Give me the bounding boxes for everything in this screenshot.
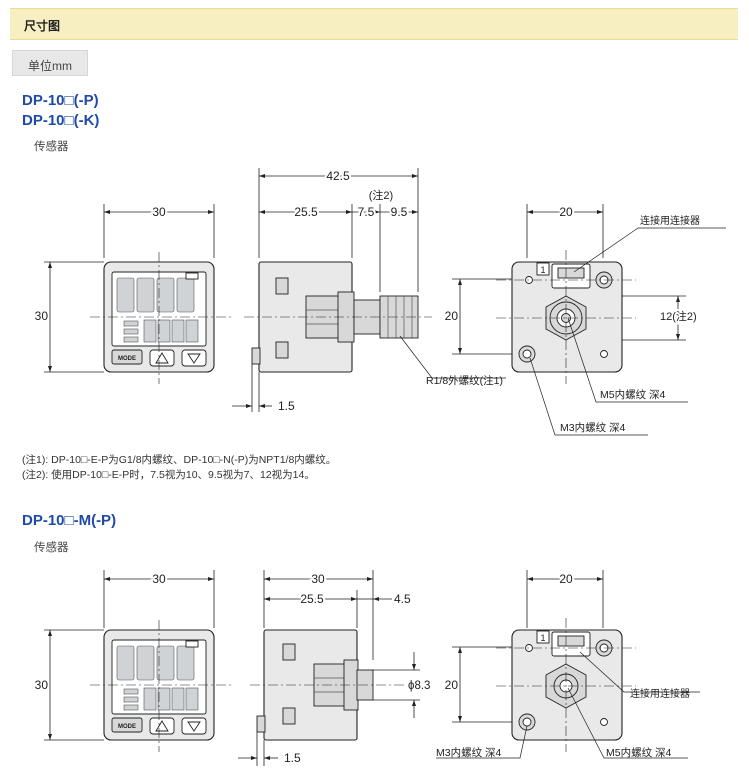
- side2-offset-label: 1.5: [284, 751, 301, 765]
- side-body-label: 25.5: [294, 205, 318, 219]
- rear-view-1: 20 20 1 12(注2) 连接用连接器 M5内螺纹 深4: [445, 203, 726, 436]
- mode-button-label: MODE: [118, 356, 136, 362]
- rear2-width-label: 20: [559, 572, 573, 586]
- side-mid-label: 7.5: [358, 205, 375, 219]
- rear-m5-label: M5内螺纹 深4: [600, 388, 666, 401]
- dimension-drawing-1: 30 30 MODE: [35, 167, 726, 436]
- front-height-label: 30: [35, 309, 49, 323]
- front-view-2: 30 30 MODE: [35, 570, 232, 752]
- side2-total-label: 30: [311, 572, 325, 586]
- side2-diameter-label: ϕ8.3: [408, 680, 430, 692]
- side-view-1: 42.5 (注2) 25.5 7.5 9.5: [232, 167, 506, 413]
- note-2: (注2): 使用DP-10□-E-P时，7.5视为10、9.5视为7、12视为1…: [22, 469, 315, 481]
- rear-height-label: 20: [445, 309, 459, 323]
- side2-port-label: 4.5: [394, 592, 411, 606]
- front2-width-label: 30: [152, 572, 166, 586]
- section-header: 尺寸图: [10, 8, 738, 40]
- side-offset-label: 1.5: [278, 399, 295, 413]
- rear2-pin-label: 1: [540, 633, 545, 643]
- note-1: (注1): DP-10□-E-P为G1/8内螺纹、DP-10□-N(-P)为NP…: [22, 454, 337, 466]
- model-title-p: DP-10□(-P): [22, 92, 99, 109]
- thread-label: R1/8外螺纹(注1): [426, 374, 503, 387]
- side2-body-label: 25.5: [300, 592, 324, 606]
- model-title-m: DP-10□-M(-P): [22, 512, 117, 529]
- side-note-label: (注2): [369, 188, 393, 202]
- rear-pin-label: 1: [540, 265, 545, 275]
- model-title-k: DP-10□(-K): [22, 112, 100, 129]
- rear-m3-label: M3内螺纹 深4: [560, 421, 626, 434]
- sensor-subtitle: 传感器: [34, 141, 69, 153]
- sensor-subtitle-2: 传感器: [34, 542, 69, 554]
- rear2-connector-label: 连接用连接器: [630, 687, 690, 700]
- section-header-title: 尺寸图: [24, 19, 61, 33]
- side-port-label: 9.5: [391, 205, 408, 219]
- front-width-label: 30: [152, 205, 166, 219]
- side-view-2: 30 25.5 4.5 ϕ8.3 1.5: [238, 570, 432, 766]
- side-total-label: 42.5: [326, 169, 350, 183]
- rear2-m5-label: M5内螺纹 深4: [606, 746, 672, 759]
- mode-button-label-2: MODE: [118, 724, 136, 730]
- unit-badge: 单位mm: [12, 50, 88, 76]
- front-view-1: 30 30 MODE: [35, 203, 232, 384]
- rear-connector-label: 连接用连接器: [640, 214, 700, 227]
- rear-width-label: 20: [559, 205, 573, 219]
- rear-view-2: 20 20 1 连接用连接器 M3内螺纹 深4 M5内螺纹 深4: [436, 570, 700, 759]
- front2-height-label: 30: [35, 678, 49, 692]
- rear2-m3-label: M3内螺纹 深4: [436, 746, 502, 759]
- rear-offset-label: 12(注2): [660, 309, 697, 323]
- rear2-height-label: 20: [445, 678, 459, 692]
- unit-label: 单位mm: [28, 59, 72, 73]
